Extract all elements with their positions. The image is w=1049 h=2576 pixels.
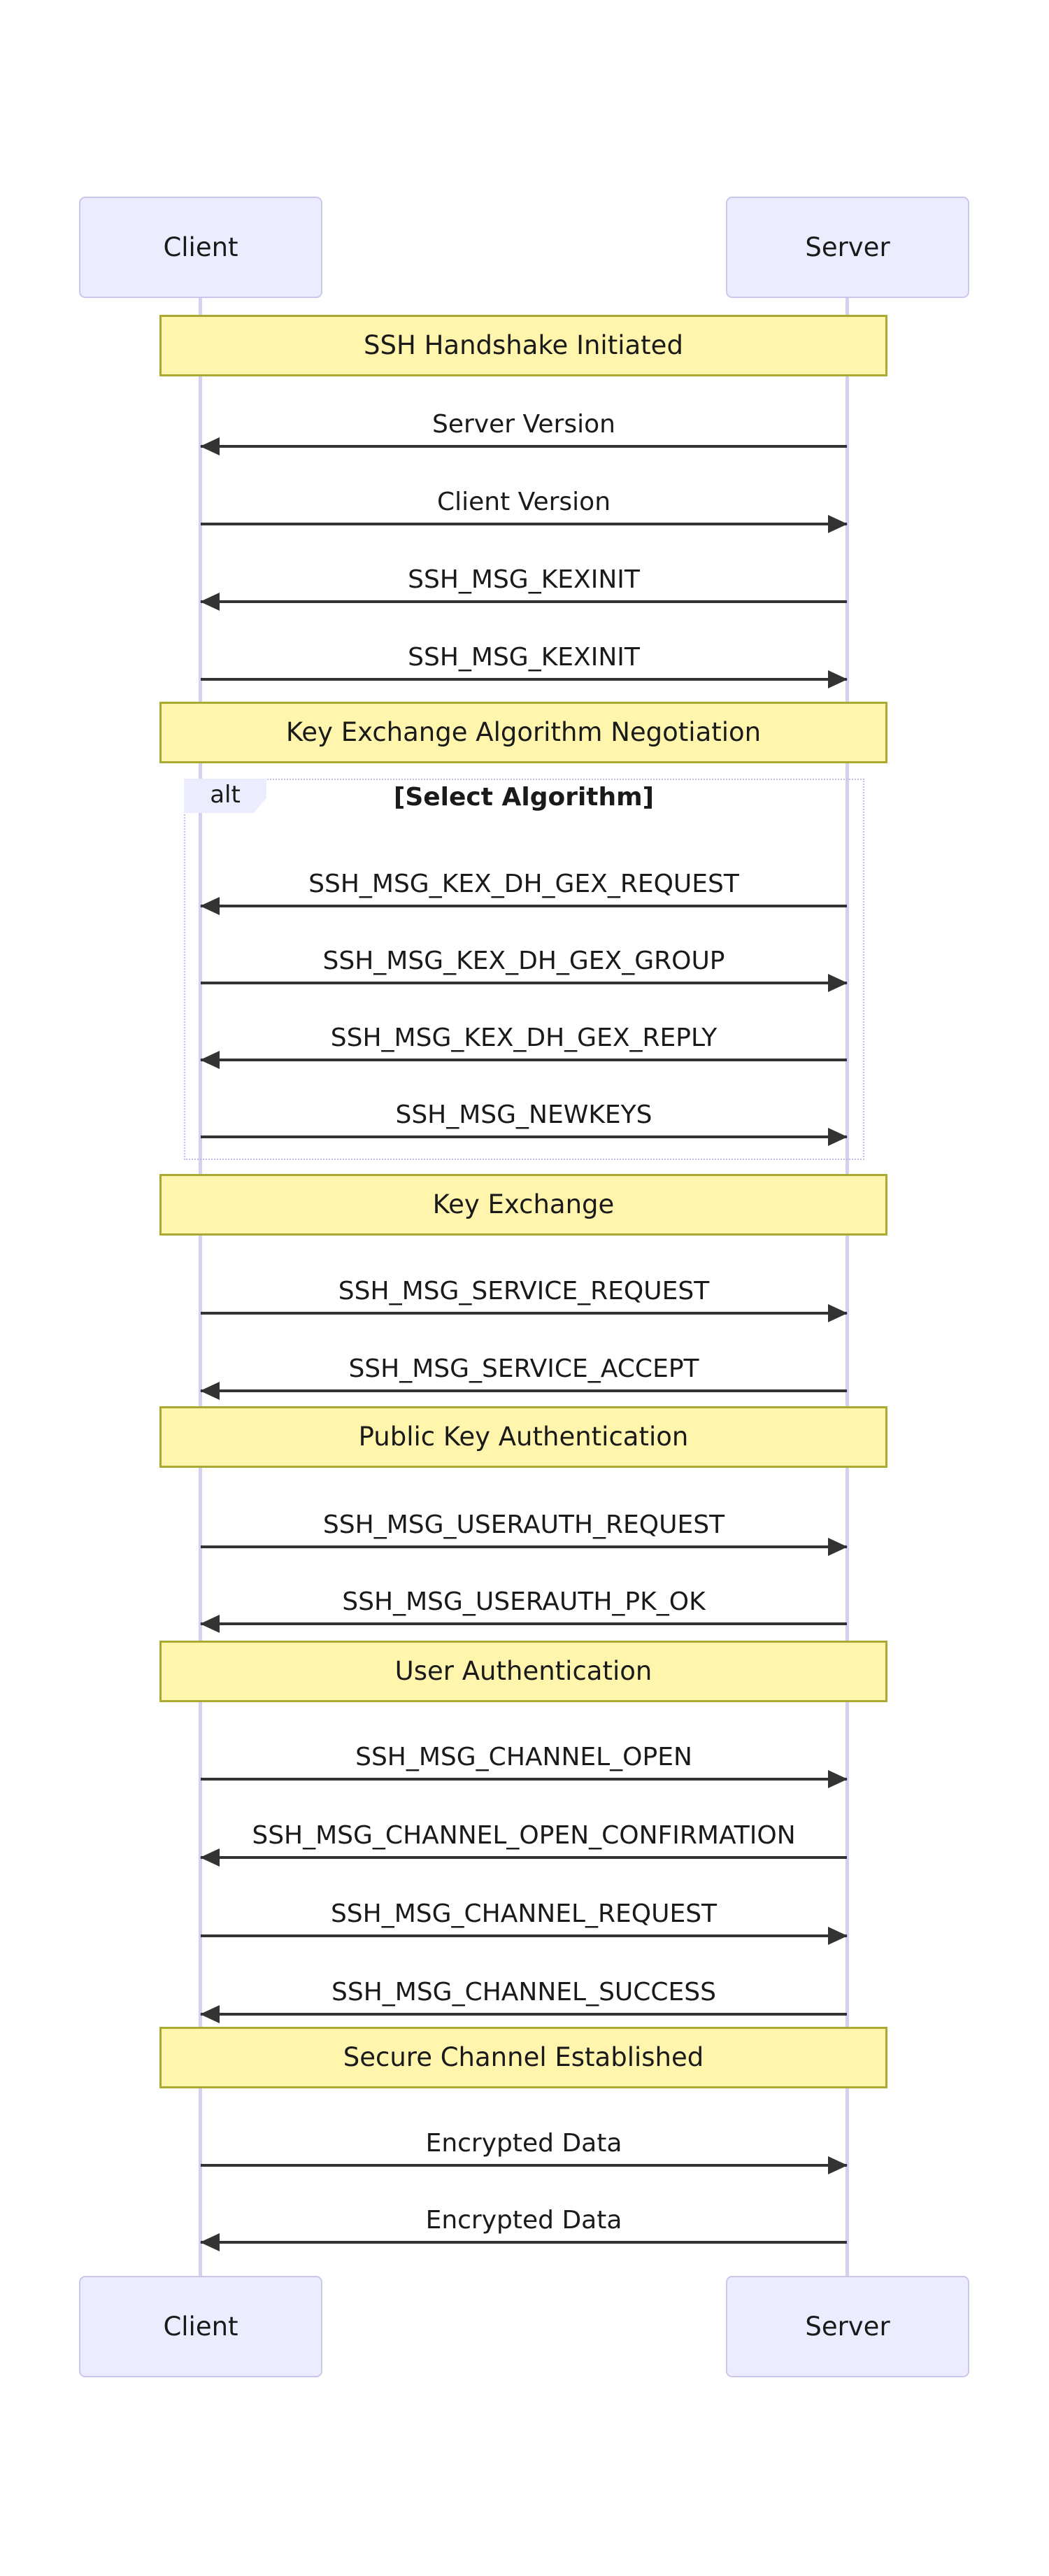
message-label: Encrypted Data [425,2206,622,2235]
message-label: SSH_MSG_SERVICE_ACCEPT [348,1354,699,1383]
message-arrow [201,1059,847,1061]
message-channel-request: SSH_MSG_CHANNEL_REQUEST [201,1899,847,1937]
message-label: SSH_MSG_SERVICE_REQUEST [338,1277,710,1305]
actor-server-bottom-label: Server [805,2312,890,2342]
message-channel-open-confirmation: SSH_MSG_CHANNEL_OPEN_CONFIRMATION [201,1821,847,1859]
message-arrow [201,1622,847,1625]
note-banner-public-key-auth: Public Key Authentication [159,1406,887,1468]
message-service-request: SSH_MSG_SERVICE_REQUEST [201,1277,847,1315]
message-kexinit-to-server: SSH_MSG_KEXINIT [201,643,847,681]
message-label: SSH_MSG_CHANNEL_OPEN [355,1743,692,1771]
message-newkeys: SSH_MSG_NEWKEYS [201,1101,847,1138]
message-arrow [201,1545,847,1548]
message-label: SSH_MSG_NEWKEYS [395,1101,652,1129]
message-arrow [201,1778,847,1781]
message-userauth-pk-ok: SSH_MSG_USERAUTH_PK_OK [201,1587,847,1625]
message-encrypted-data-to-client: Encrypted Data [201,2206,847,2244]
actor-server-top-label: Server [805,232,890,262]
message-label: Encrypted Data [425,2129,622,2158]
message-label: SSH_MSG_CHANNEL_SUCCESS [331,1978,716,2007]
actor-client-bottom: Client [79,2276,322,2377]
note-banner-user-auth: User Authentication [159,1641,887,1702]
note-banner-kex-negotiation: Key Exchange Algorithm Negotiation [159,702,887,763]
alt-frame [184,779,864,1160]
message-kex-dh-gex-reply: SSH_MSG_KEX_DH_GEX_REPLY [201,1024,847,1061]
note-banner-handshake-initiated: SSH Handshake Initiated [159,315,887,376]
alt-operator-tab: alt [184,779,266,813]
message-label: SSH_MSG_KEX_DH_GEX_REPLY [330,1024,718,1052]
message-arrow [201,1856,847,1859]
message-channel-open: SSH_MSG_CHANNEL_OPEN [201,1743,847,1781]
message-arrow [201,2164,847,2167]
message-arrow [201,982,847,984]
note-banner-key-exchange: Key Exchange [159,1174,887,1236]
alt-condition-label: [Select Algorithm] [393,783,655,812]
message-arrow [201,445,847,448]
message-label: SSH_MSG_CHANNEL_REQUEST [330,1899,718,1928]
message-label: SSH_MSG_KEXINIT [408,565,640,594]
message-arrow [201,2013,847,2016]
message-arrow [201,1312,847,1315]
actor-client-top: Client [79,197,322,298]
message-kex-dh-gex-group: SSH_MSG_KEX_DH_GEX_GROUP [201,947,847,984]
message-kex-dh-gex-request: SSH_MSG_KEX_DH_GEX_REQUEST [201,870,847,907]
message-client-version: Client Version [201,488,847,525]
message-arrow [201,600,847,603]
message-label: Server Version [432,410,615,439]
actor-client-top-label: Client [163,232,238,262]
lifeline-server [845,298,849,2276]
message-arrow [201,1934,847,1937]
message-label: SSH_MSG_USERAUTH_PK_OK [342,1587,706,1616]
actor-server-top: Server [726,197,969,298]
lifeline-client [199,298,202,2276]
message-label: SSH_MSG_KEXINIT [408,643,640,672]
message-label: SSH_MSG_USERAUTH_REQUEST [322,1510,725,1539]
message-arrow [201,2241,847,2244]
message-arrow [201,1389,847,1392]
message-label: SSH_MSG_KEX_DH_GEX_REQUEST [308,870,739,898]
actor-client-bottom-label: Client [163,2312,238,2342]
message-arrow [201,678,847,681]
message-service-accept: SSH_MSG_SERVICE_ACCEPT [201,1354,847,1392]
note-banner-secure-channel: Secure Channel Established [159,2027,887,2088]
message-channel-success: SSH_MSG_CHANNEL_SUCCESS [201,1978,847,2016]
message-label: SSH_MSG_KEX_DH_GEX_GROUP [322,947,725,975]
message-kexinit-to-client: SSH_MSG_KEXINIT [201,565,847,603]
message-arrow [201,1135,847,1138]
message-label: Client Version [436,488,611,516]
message-userauth-request: SSH_MSG_USERAUTH_REQUEST [201,1510,847,1548]
actor-server-bottom: Server [726,2276,969,2377]
message-arrow [201,905,847,907]
message-arrow [201,523,847,525]
message-server-version: Server Version [201,410,847,448]
message-encrypted-data-to-server: Encrypted Data [201,2129,847,2167]
message-label: SSH_MSG_CHANNEL_OPEN_CONFIRMATION [252,1821,796,1850]
